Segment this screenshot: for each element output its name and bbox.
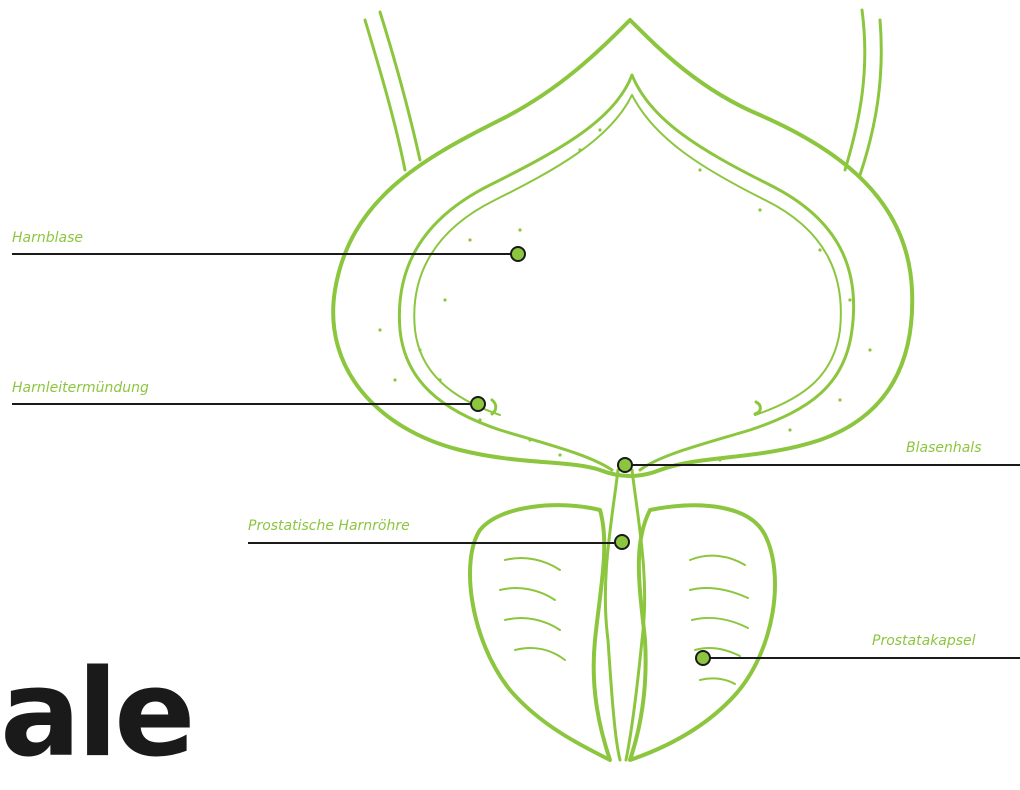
leader-line-prostatakapsel — [708, 657, 1020, 659]
bladder-outer-wall — [333, 20, 912, 476]
urethra — [605, 470, 644, 760]
label-harnleitermuendung: Harnleitermündung — [12, 380, 149, 396]
label-harnblase: Harnblase — [12, 230, 83, 246]
left-ureter-inner — [380, 12, 420, 160]
left-ureter — [365, 20, 405, 170]
label-blasenhals: Blasenhals — [906, 440, 982, 456]
leader-line-prostatische-harnroehre — [248, 542, 618, 544]
leader-line-harnleitermuendung — [12, 403, 472, 405]
right-ureter — [845, 10, 865, 170]
label-prostatakapsel: Prostatakapsel — [872, 633, 976, 649]
heading-fragment: ale — [0, 640, 192, 790]
marker-prostatische-harnroehre[interactable] — [614, 534, 630, 550]
label-prostatische-harnroehre: Prostatische Harnröhre — [248, 518, 410, 534]
leader-line-harnblase — [12, 253, 518, 255]
prostate-right-lobe — [630, 505, 775, 760]
bladder-lumen-inner — [414, 95, 841, 415]
marker-blasenhals[interactable] — [617, 457, 633, 473]
marker-harnblase[interactable] — [510, 246, 526, 262]
marker-prostatakapsel[interactable] — [695, 650, 711, 666]
leader-line-blasenhals — [630, 464, 1020, 466]
marker-harnleitermuendung[interactable] — [470, 396, 486, 412]
bladder-lumen — [399, 75, 853, 470]
